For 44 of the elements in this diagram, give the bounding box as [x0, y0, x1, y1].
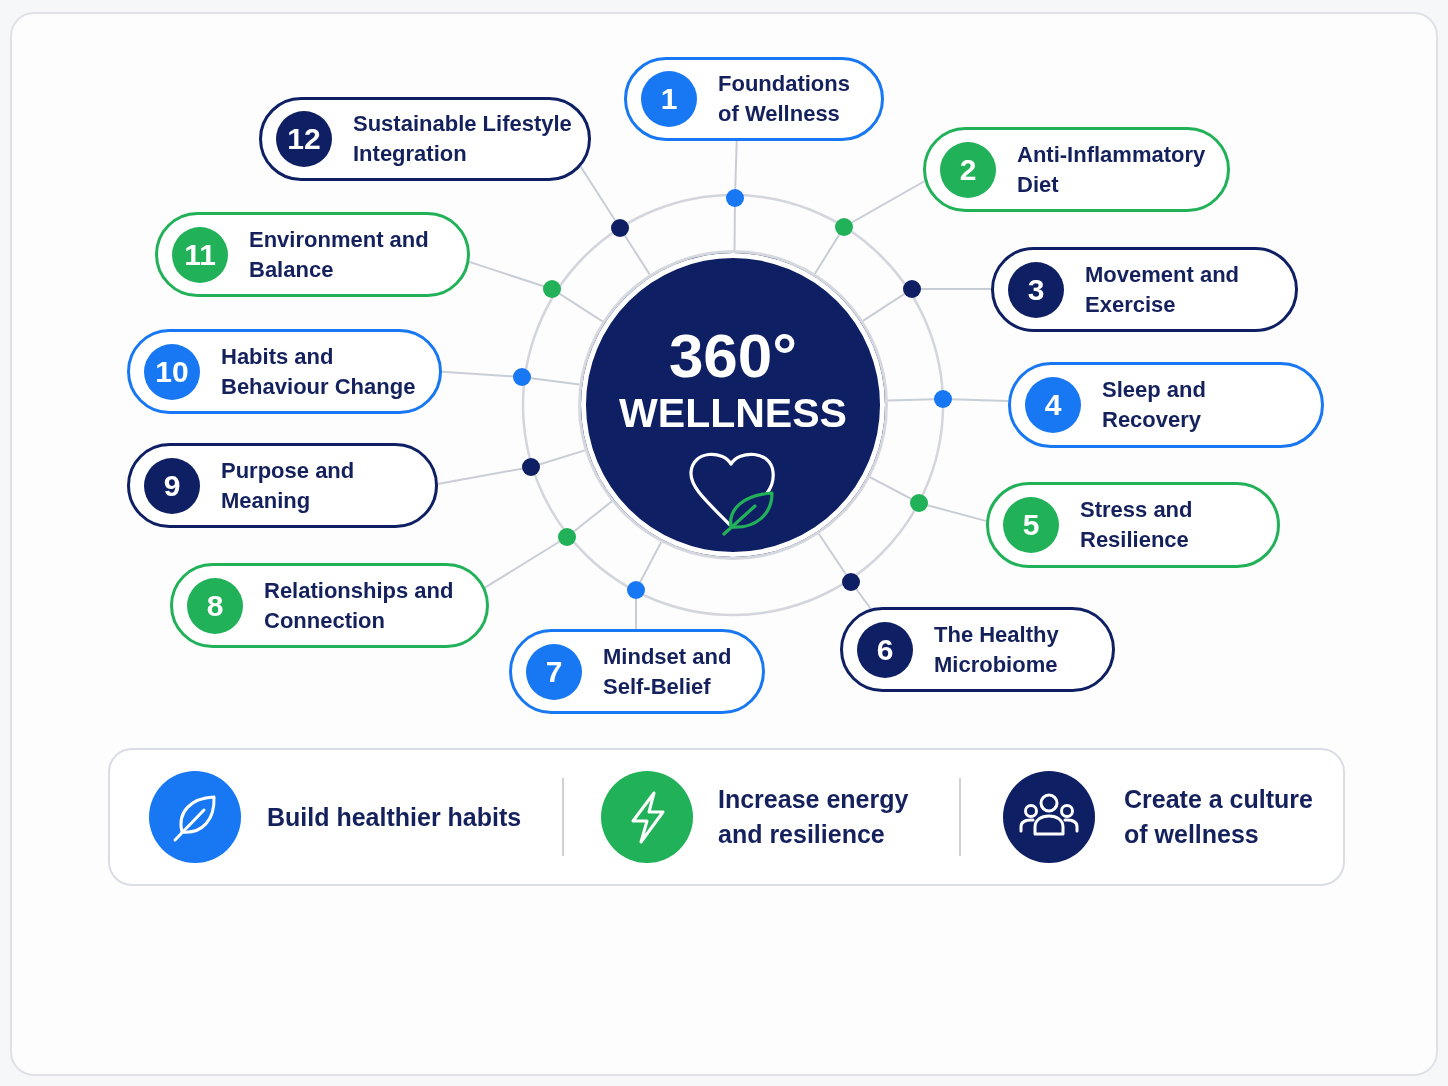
- benefits-panel: [108, 748, 1345, 886]
- topic-pill: [259, 97, 591, 181]
- topic-label: Environment and Balance: [249, 225, 430, 284]
- topic-label: Sleep and Recovery: [1102, 376, 1207, 434]
- connector-line: [436, 449, 586, 486]
- connector-line: [868, 476, 988, 523]
- connector-line: [468, 260, 604, 323]
- topic-label: Purpose and Meaning: [221, 456, 356, 515]
- topic-label: Anti-Inflammatory Diet: [1017, 140, 1207, 199]
- number-badge: 5: [1003, 497, 1059, 553]
- hub-title: WELLNESS: [619, 392, 847, 434]
- topic-pill: [170, 563, 489, 648]
- connector-line: [861, 288, 993, 322]
- topic-label: The Healthy Microbiome: [934, 620, 1060, 679]
- number-badge: 9: [144, 457, 200, 514]
- number-badge: 6: [857, 621, 913, 678]
- number-badge: 8: [187, 577, 243, 634]
- topic-label: Habits and Behaviour Change: [221, 342, 417, 401]
- connector-line: [579, 165, 651, 276]
- connector-line: [635, 541, 663, 630]
- connector-line: [440, 370, 581, 386]
- number-badge: 11: [172, 226, 228, 283]
- connector-line: [817, 532, 872, 610]
- number-badge: 12: [276, 111, 332, 167]
- number-badge: 7: [526, 643, 582, 700]
- connector-line: [813, 180, 926, 275]
- number-badge: 1: [641, 71, 697, 127]
- number-badge: 2: [940, 141, 996, 198]
- number-badge: 3: [1008, 261, 1064, 318]
- hub-number: 360°: [668, 325, 798, 387]
- benefit-text: Build healthier habits: [267, 801, 523, 833]
- connector-line: [483, 500, 613, 589]
- topic-label: Movement and Exercise: [1085, 260, 1241, 319]
- topic-label: Sustainable Lifestyle Integration: [353, 110, 573, 168]
- topic-label: Stress and Resilience: [1080, 496, 1194, 554]
- number-badge: 4: [1025, 377, 1081, 433]
- benefit-text: Create a culture of wellness: [1124, 784, 1314, 850]
- connector-line: [733, 139, 738, 252]
- benefit-text: Increase energy and resilience: [718, 784, 910, 850]
- topic-label: Foundations of Wellness: [718, 70, 851, 128]
- topic-label: Relationships and Connection: [264, 576, 455, 635]
- topic-label: Mindset and Self-Belief: [603, 642, 733, 701]
- connector-line: [886, 398, 1010, 402]
- number-badge: 10: [144, 343, 200, 400]
